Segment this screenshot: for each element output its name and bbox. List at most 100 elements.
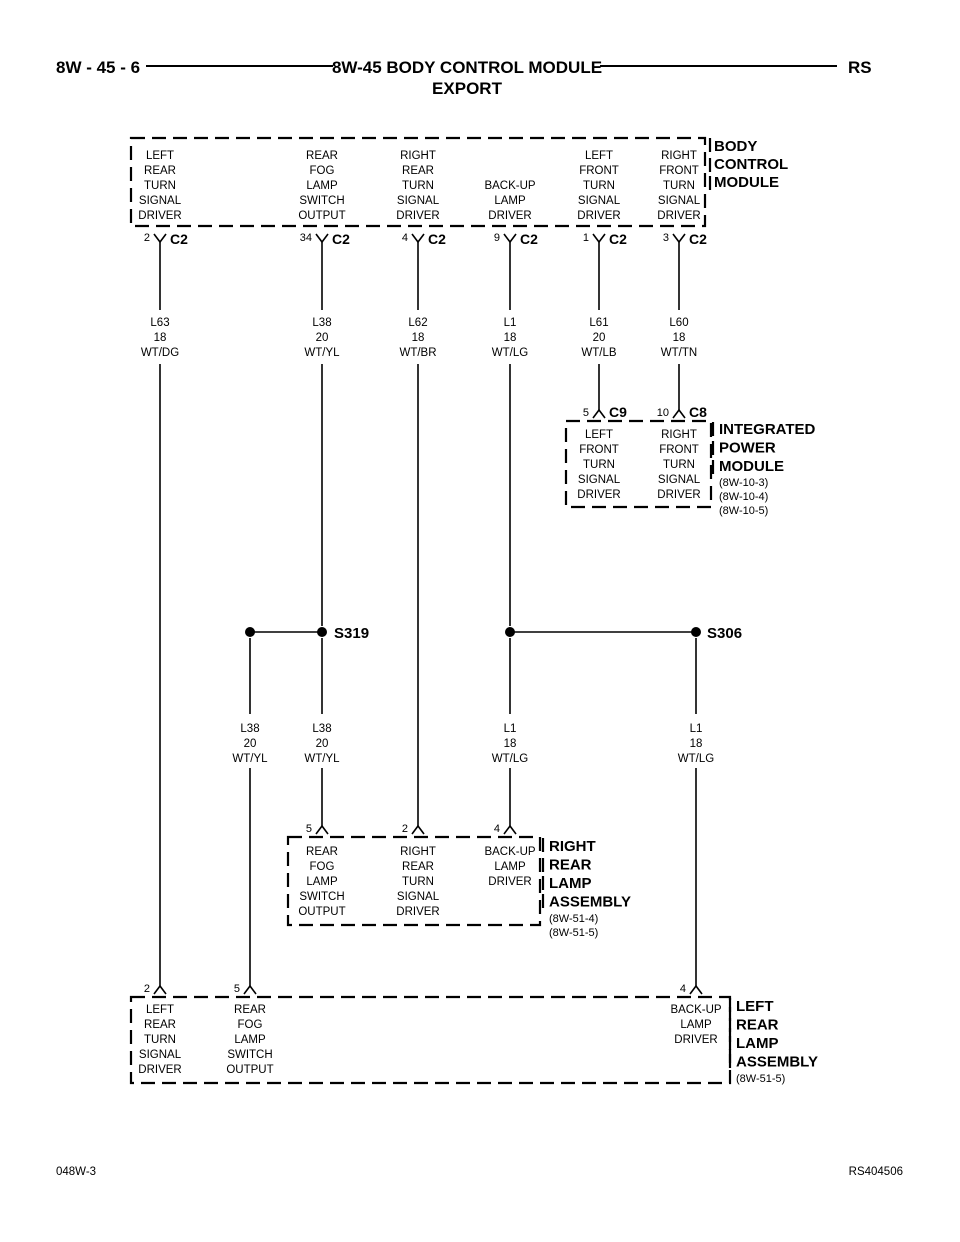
- bcm-pin-label: TURN: [144, 180, 176, 192]
- bcm-pin-label: TURN: [663, 180, 695, 192]
- ipm-connector-id: C9: [609, 404, 627, 420]
- bcm-pin-label: FRONT: [659, 165, 699, 177]
- page-header: 8W - 45 - 6 8W-45 BODY CONTROL MODULE RS…: [56, 58, 872, 98]
- bcm-connector-mark: [315, 233, 329, 244]
- rrla-pin-label: OUTPUT: [298, 906, 345, 918]
- rrla-ref: (8W-51-5): [549, 927, 598, 939]
- rrla-connector-mark: [315, 824, 329, 835]
- wire-label: 18: [504, 738, 517, 750]
- rrla-pin-label: LAMP: [306, 876, 338, 888]
- bcm-pin-label: DRIVER: [577, 210, 620, 222]
- footer-doc-id: RS404506: [849, 1166, 903, 1178]
- lrla-pin-label: BACK-UP: [670, 1004, 721, 1016]
- lrla-ref: (8W-51-5): [736, 1073, 785, 1085]
- rrla-pin-label: SIGNAL: [397, 891, 440, 903]
- lrla-pin-label: OUTPUT: [226, 1064, 273, 1076]
- wire-label: WT/YL: [304, 347, 340, 359]
- wire-label: 18: [154, 332, 167, 344]
- bcm-pin-label: BACK-UP: [484, 180, 535, 192]
- rrla-pin-number: 4: [494, 823, 500, 835]
- bcm-box: [129, 136, 707, 228]
- bcm-pin-label: SWITCH: [299, 195, 344, 207]
- bcm-connector-id: C2: [689, 231, 707, 247]
- rrla-pin-labels: REARFOGLAMPSWITCHOUTPUTRIGHTREARTURNSIGN…: [298, 846, 536, 918]
- rrla-name-line: LAMP: [549, 875, 592, 892]
- bcm-pin-number: 2: [144, 232, 150, 244]
- rrla-pin-label: DRIVER: [488, 876, 531, 888]
- wire-label: L38: [240, 723, 259, 735]
- bcm-pin-number: 34: [300, 232, 312, 244]
- wire-label: WT/LB: [581, 347, 616, 359]
- wire-label: L1: [504, 317, 517, 329]
- lrla-pin-label: SIGNAL: [139, 1049, 182, 1061]
- ipm-name-line: POWER: [719, 440, 776, 457]
- lrla-pin-label: REAR: [234, 1004, 266, 1016]
- ipm-ref: (8W-10-4): [719, 491, 768, 503]
- bcm-pin-label: REAR: [144, 165, 176, 177]
- bcm-connector-mark: [411, 233, 425, 244]
- ipm-pin-label: DRIVER: [577, 489, 620, 501]
- bcm-connector-mark: [672, 233, 686, 244]
- lrla-connector-mark: [153, 984, 167, 995]
- lrla-pin-label: REAR: [144, 1019, 176, 1031]
- ipm-pin-label: SIGNAL: [658, 474, 701, 486]
- lrla-box: [129, 995, 732, 1085]
- wire-label: 18: [673, 332, 686, 344]
- rrla-pin-label: REAR: [306, 846, 338, 858]
- rrla-pin-number: 5: [306, 823, 312, 835]
- wire-label: L38: [312, 723, 331, 735]
- bcm-pin-label: DRIVER: [138, 210, 181, 222]
- lrla-name-line: REAR: [736, 1017, 779, 1034]
- lrla-name-line: ASSEMBLY: [736, 1054, 818, 1071]
- rrla-connector-mark: [411, 824, 425, 835]
- lrla-pin-label: DRIVER: [138, 1064, 181, 1076]
- ipm-pin-label: SIGNAL: [578, 474, 621, 486]
- lrla-name-line: LAMP: [736, 1035, 779, 1052]
- section-code: RS: [848, 58, 872, 77]
- bcm-pin-number: 4: [402, 232, 408, 244]
- bcm-pin-label: SIGNAL: [397, 195, 440, 207]
- bcm-pin-label: LEFT: [585, 150, 613, 162]
- lrla-pin-label: LEFT: [146, 1004, 174, 1016]
- footer-figure-id: 048W-3: [56, 1166, 96, 1178]
- lrla-pin-label: SWITCH: [227, 1049, 272, 1061]
- rrla-name-line: RIGHT: [549, 838, 596, 855]
- bcm-connector-id: C2: [332, 231, 350, 247]
- bcm-connector-mark: [153, 233, 167, 244]
- wires: [159, 242, 697, 986]
- rrla-connector-mark: [503, 824, 517, 835]
- wire-label: L62: [408, 317, 427, 329]
- wire-label: WT/LG: [678, 753, 714, 765]
- bcm-pin-label: FOG: [310, 165, 335, 177]
- rrla-pin-label: TURN: [402, 876, 434, 888]
- wire-label: 20: [316, 332, 329, 344]
- ipm-pin-labels: LEFTFRONTTURNSIGNALDRIVERRIGHTFRONTTURNS…: [577, 429, 700, 501]
- ipm-pin-label: TURN: [663, 459, 695, 471]
- splice-dot: [245, 627, 255, 637]
- ipm-pin-label: DRIVER: [657, 489, 700, 501]
- lrla-pin-label: DRIVER: [674, 1034, 717, 1046]
- ipm-pin-number: 10: [657, 407, 669, 419]
- wire-label: 18: [504, 332, 517, 344]
- bcm-connector-id: C2: [520, 231, 538, 247]
- wire-label: 20: [244, 738, 257, 750]
- lrla-pin-number: 2: [144, 983, 150, 995]
- bcm-pin-number: 3: [663, 232, 669, 244]
- bcm-pin-label: RIGHT: [400, 150, 436, 162]
- bcm-pin-label: LAMP: [494, 195, 526, 207]
- bcm-pin-number: 1: [583, 232, 589, 244]
- bcm-pin-label: FRONT: [579, 165, 619, 177]
- rrla-name-line: ASSEMBLY: [549, 894, 631, 911]
- rrla-pin-label: BACK-UP: [484, 846, 535, 858]
- wire-label: L61: [589, 317, 608, 329]
- rrla-pin-label: FOG: [310, 861, 335, 873]
- bcm-pin-label: DRIVER: [396, 210, 439, 222]
- rrla-pin-label: SWITCH: [299, 891, 344, 903]
- ipm-box: [564, 419, 713, 509]
- bcm-pin-label: LAMP: [306, 180, 338, 192]
- bcm-connector-id: C2: [428, 231, 446, 247]
